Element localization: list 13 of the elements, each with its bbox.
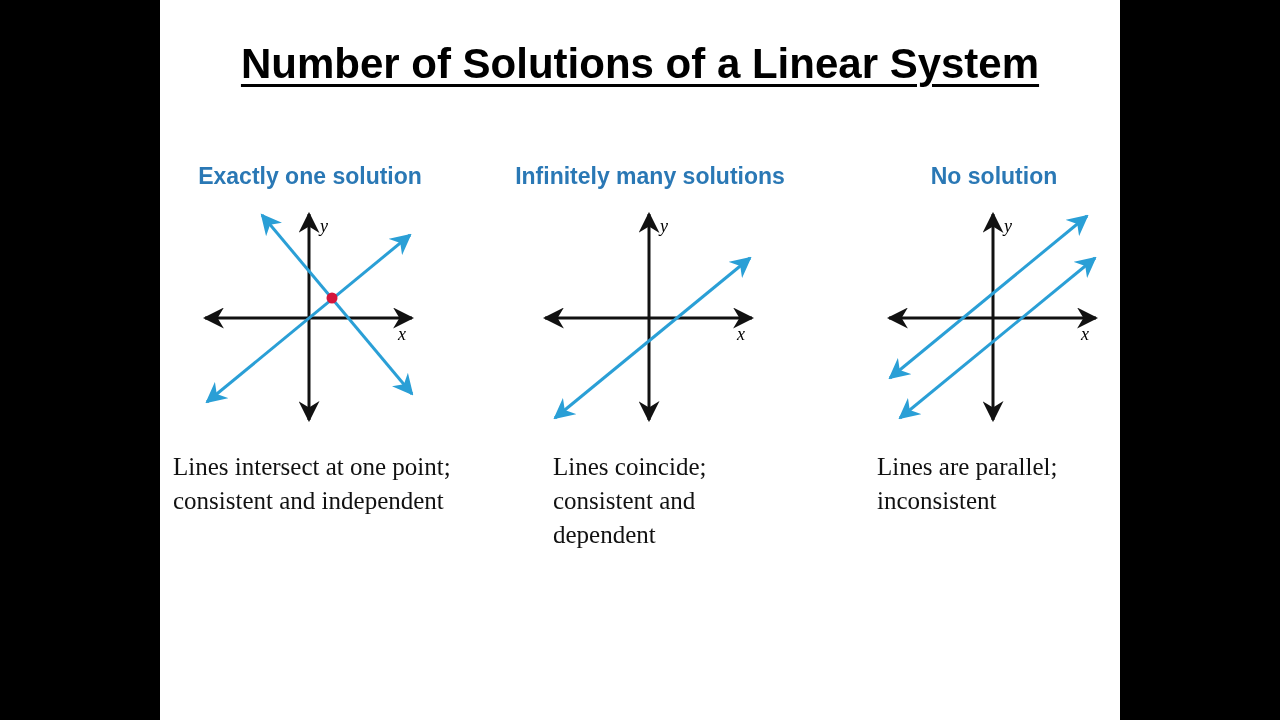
- panel-heading: Exactly one solution: [198, 163, 422, 189]
- axis-label: x: [398, 324, 406, 345]
- description-text: Lines intersect at one point; consistent and independent: [173, 452, 452, 516]
- panel-heading: No solution: [930, 163, 1058, 189]
- axis-label: y: [1004, 216, 1012, 237]
- description-text: Lines are parallel; inconsistent: [877, 452, 1059, 516]
- axis-label: y: [320, 216, 328, 237]
- axis-label: y: [660, 216, 668, 237]
- description-text: Lines coincide; consistent and dependent: [553, 452, 708, 550]
- axis-label: x: [737, 324, 745, 345]
- panel-heading: Infinitely many solutions: [515, 163, 785, 189]
- axis-label: x: [1081, 324, 1089, 345]
- title: Number of Solutions of a Linear System: [240, 40, 1040, 87]
